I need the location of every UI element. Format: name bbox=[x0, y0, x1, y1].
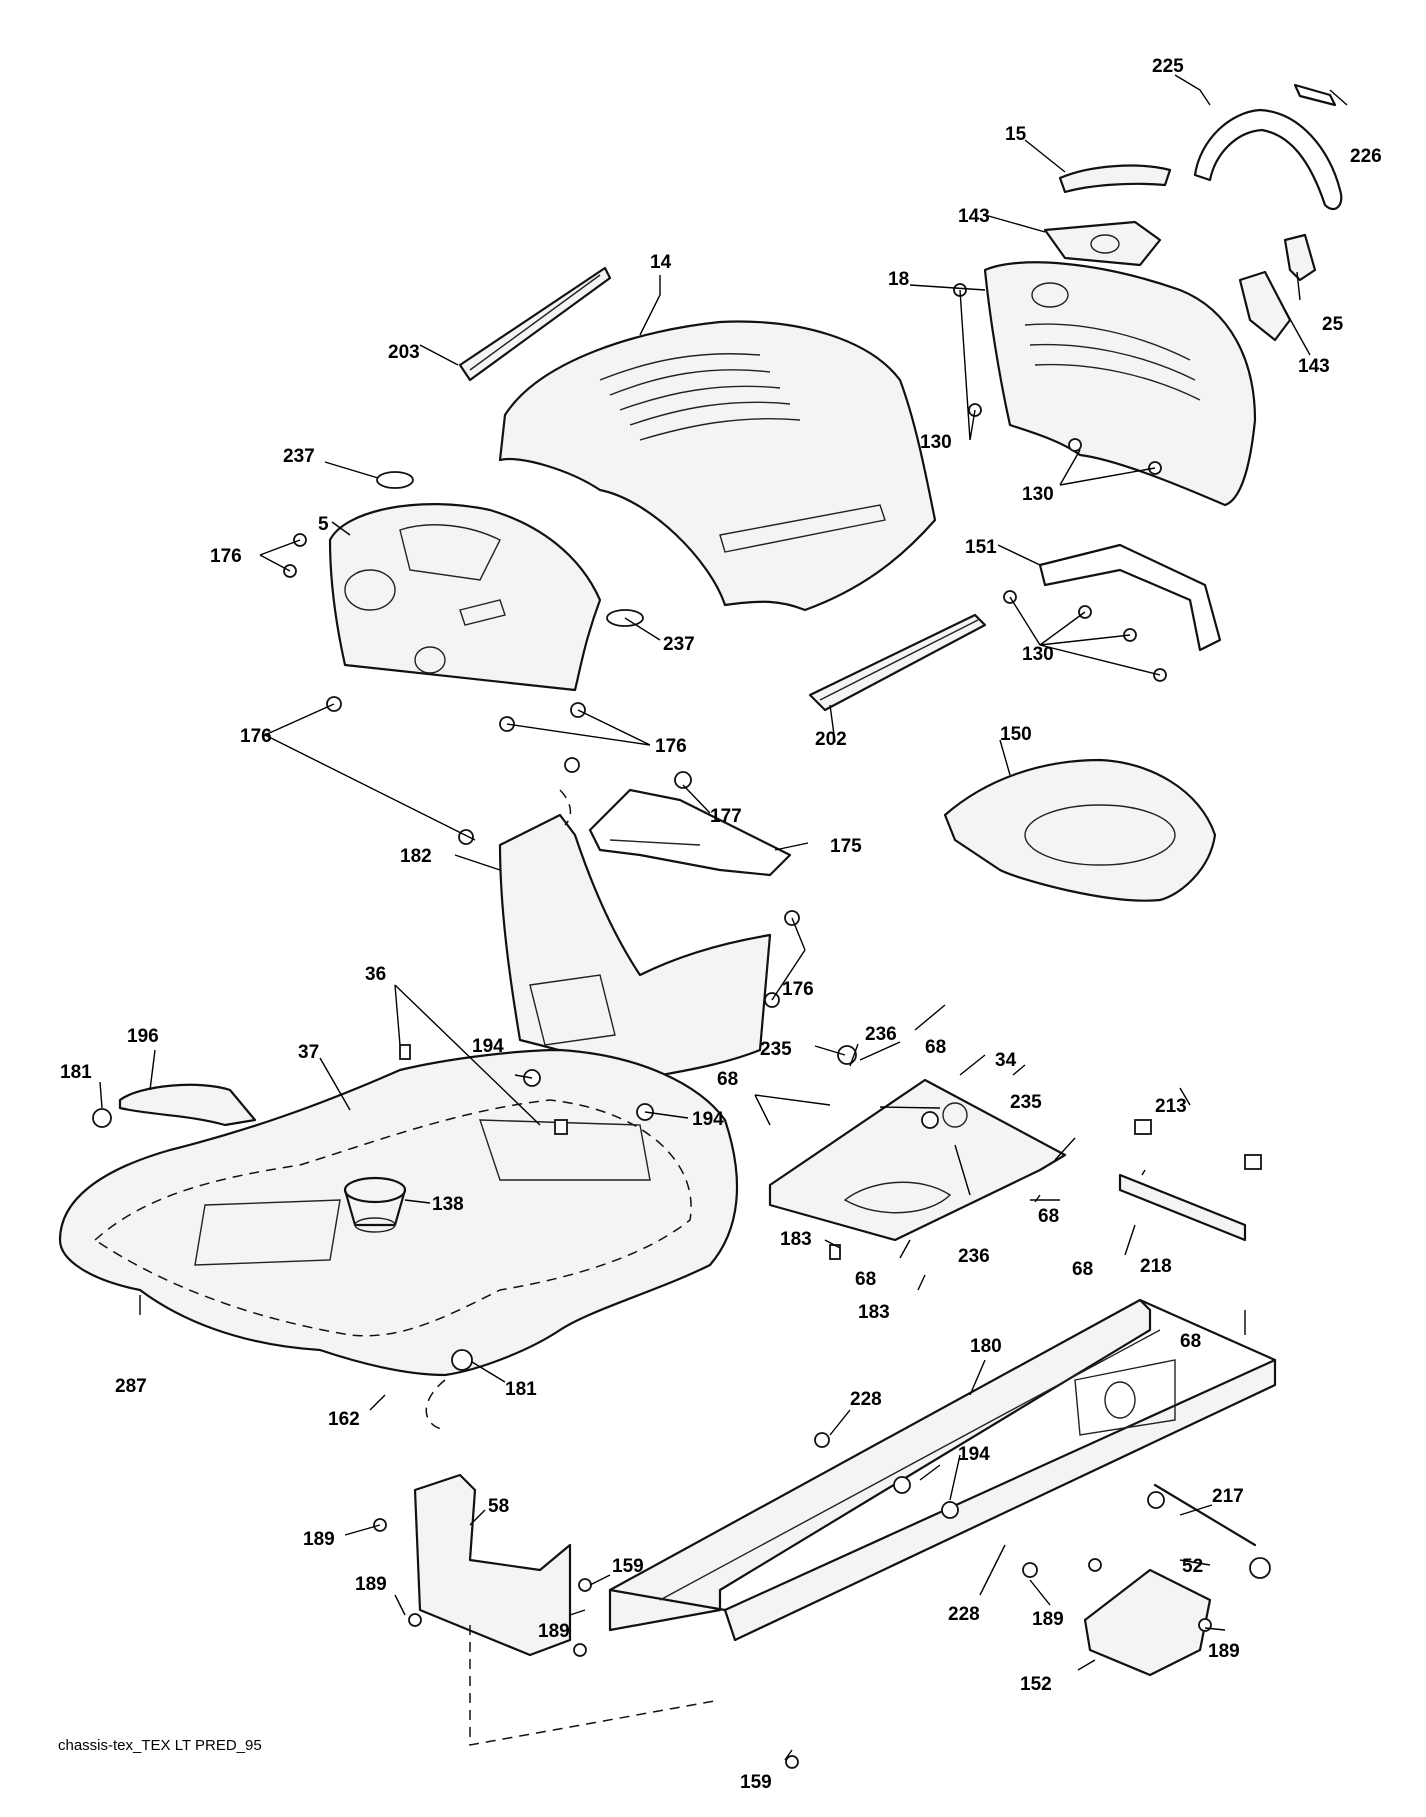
callout-159-a[interactable]: 159 bbox=[612, 1556, 644, 1577]
callout-181-a[interactable]: 181 bbox=[60, 1062, 92, 1083]
callout-151[interactable]: 151 bbox=[965, 537, 997, 558]
part-bar-218[interactable] bbox=[1118, 1173, 1247, 1242]
diagram-caption: chassis-tex_TEX LT PRED_95 bbox=[58, 1737, 262, 1754]
part-bracket-175[interactable] bbox=[588, 788, 792, 877]
callout-143-upper[interactable]: 143 bbox=[958, 206, 990, 227]
callout-189-a[interactable]: 189 bbox=[303, 1529, 335, 1550]
part-bracket-151[interactable] bbox=[1038, 543, 1222, 652]
callout-194-a[interactable]: 194 bbox=[472, 1036, 504, 1057]
callout-175[interactable]: 175 bbox=[830, 836, 862, 857]
callout-235-b[interactable]: 235 bbox=[1010, 1092, 1042, 1113]
callout-228-b[interactable]: 228 bbox=[948, 1604, 980, 1625]
callout-176-b[interactable]: 176 bbox=[240, 726, 272, 747]
callout-226[interactable]: 226 bbox=[1350, 146, 1382, 167]
part-226[interactable] bbox=[1293, 83, 1337, 107]
callout-150[interactable]: 150 bbox=[1000, 724, 1032, 745]
callout-159-b[interactable]: 159 bbox=[740, 1772, 772, 1793]
callout-25[interactable]: 25 bbox=[1322, 314, 1344, 335]
part-plate-34[interactable] bbox=[768, 1078, 1067, 1242]
callout-58[interactable]: 58 bbox=[488, 1496, 509, 1517]
callout-203[interactable]: 203 bbox=[388, 342, 420, 363]
callout-225[interactable]: 225 bbox=[1152, 56, 1184, 77]
part-225[interactable] bbox=[1193, 108, 1343, 211]
callout-189-e[interactable]: 189 bbox=[1208, 1641, 1240, 1662]
callout-130-b[interactable]: 130 bbox=[1022, 484, 1054, 505]
part-hood[interactable] bbox=[498, 320, 937, 612]
part-150[interactable] bbox=[943, 758, 1217, 902]
callout-130-c[interactable]: 130 bbox=[1022, 644, 1054, 665]
callout-176-d[interactable]: 176 bbox=[782, 979, 814, 1000]
callout-183-b[interactable]: 183 bbox=[858, 1302, 890, 1323]
callout-36[interactable]: 36 bbox=[365, 964, 386, 985]
callout-189-d[interactable]: 189 bbox=[1032, 1609, 1064, 1630]
callout-152[interactable]: 152 bbox=[1020, 1674, 1052, 1695]
callout-182[interactable]: 182 bbox=[400, 846, 432, 867]
callout-213[interactable]: 213 bbox=[1155, 1096, 1187, 1117]
callout-130-a[interactable]: 130 bbox=[920, 432, 952, 453]
callout-189-c[interactable]: 189 bbox=[538, 1621, 570, 1642]
callout-68-d[interactable]: 68 bbox=[855, 1269, 876, 1290]
part-frame-180[interactable] bbox=[608, 1298, 1277, 1642]
callout-183-a[interactable]: 183 bbox=[780, 1229, 812, 1250]
callout-180[interactable]: 180 bbox=[970, 1336, 1002, 1357]
callouts: 225 226 15 143 18 25 143 14 203 130 130 … bbox=[60, 56, 1382, 1793]
callout-236-b[interactable]: 236 bbox=[958, 1246, 990, 1267]
callout-14[interactable]: 14 bbox=[650, 252, 672, 273]
callout-287[interactable]: 287 bbox=[115, 1376, 147, 1397]
callout-143-side[interactable]: 143 bbox=[1298, 356, 1330, 377]
callout-5[interactable]: 5 bbox=[318, 514, 329, 535]
callout-68-b[interactable]: 68 bbox=[717, 1069, 738, 1090]
callout-217[interactable]: 217 bbox=[1212, 1486, 1244, 1507]
part-bracket-58[interactable] bbox=[413, 1473, 572, 1657]
callout-37[interactable]: 37 bbox=[298, 1042, 319, 1063]
part-dash-5[interactable] bbox=[328, 503, 602, 692]
callout-202[interactable]: 202 bbox=[815, 729, 847, 750]
callout-237-lower[interactable]: 237 bbox=[663, 634, 695, 655]
callout-189-b[interactable]: 189 bbox=[355, 1574, 387, 1595]
callout-235-a[interactable]: 235 bbox=[760, 1039, 792, 1060]
part-boot-138[interactable] bbox=[343, 1176, 407, 1233]
part-143-side[interactable] bbox=[1238, 270, 1292, 342]
part-front-grille-18[interactable] bbox=[983, 261, 1257, 507]
part-grille-203[interactable] bbox=[458, 266, 612, 382]
callout-237-upper[interactable]: 237 bbox=[283, 446, 315, 467]
part-rod-217[interactable] bbox=[1153, 1483, 1257, 1547]
callout-52[interactable]: 52 bbox=[1182, 1556, 1203, 1577]
callout-176-a[interactable]: 176 bbox=[210, 546, 242, 567]
callout-68-e[interactable]: 68 bbox=[1072, 1259, 1093, 1280]
part-15[interactable] bbox=[1058, 164, 1172, 194]
callout-138[interactable]: 138 bbox=[432, 1194, 464, 1215]
callout-181-b[interactable]: 181 bbox=[505, 1379, 537, 1400]
callout-196[interactable]: 196 bbox=[127, 1026, 159, 1047]
part-shield-152[interactable] bbox=[1083, 1568, 1212, 1677]
callout-68-c[interactable]: 68 bbox=[1038, 1206, 1059, 1227]
callout-228-a[interactable]: 228 bbox=[850, 1389, 882, 1410]
part-25[interactable] bbox=[1283, 233, 1317, 282]
callout-162[interactable]: 162 bbox=[328, 1409, 360, 1430]
callout-34[interactable]: 34 bbox=[995, 1050, 1017, 1071]
part-plug-237-upper[interactable] bbox=[376, 471, 414, 489]
callout-218[interactable]: 218 bbox=[1140, 1256, 1172, 1277]
callout-194-c[interactable]: 194 bbox=[958, 1444, 990, 1465]
callout-236-a[interactable]: 236 bbox=[865, 1024, 897, 1045]
callout-194-b[interactable]: 194 bbox=[692, 1109, 724, 1130]
part-143-upper[interactable] bbox=[1043, 220, 1162, 267]
leader-lines bbox=[99, 74, 1348, 1761]
part-dash-panel-182[interactable] bbox=[498, 813, 772, 1082]
callout-15[interactable]: 15 bbox=[1005, 124, 1027, 145]
callout-68-f[interactable]: 68 bbox=[1180, 1331, 1201, 1352]
callout-68-a[interactable]: 68 bbox=[925, 1037, 946, 1058]
part-196[interactable] bbox=[118, 1083, 257, 1127]
callout-18[interactable]: 18 bbox=[888, 269, 909, 290]
callout-177[interactable]: 177 bbox=[710, 806, 742, 827]
callout-176-c[interactable]: 176 bbox=[655, 736, 687, 757]
part-grille-202[interactable] bbox=[808, 613, 987, 712]
